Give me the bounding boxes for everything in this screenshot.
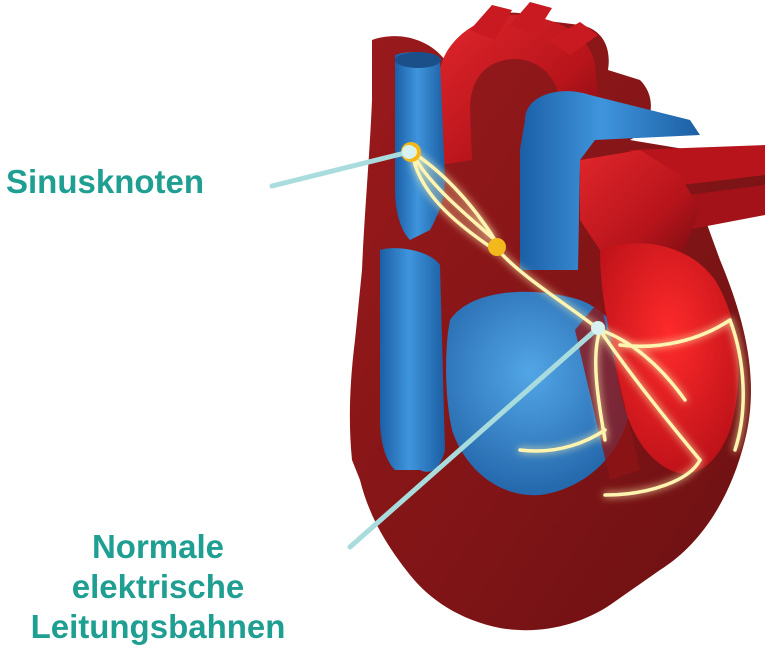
vena-cava-opening: [395, 52, 441, 68]
sinus-leader-dot: [402, 145, 416, 159]
sinus-node-label: Sinusknoten: [6, 162, 204, 202]
conduction-label-line3: Leitungsbahnen: [0, 607, 328, 647]
inferior-vena-cava: [380, 248, 445, 472]
conduction-label-line1: Normale: [0, 527, 328, 567]
conduction-pathways-label: Normale elektrische Leitungsbahnen: [0, 527, 328, 647]
av-node: [488, 238, 506, 256]
conduction-label-line2: elektrische: [0, 567, 328, 607]
conduction-leader-dot: [591, 321, 605, 335]
superior-vena-cava: [395, 52, 445, 240]
